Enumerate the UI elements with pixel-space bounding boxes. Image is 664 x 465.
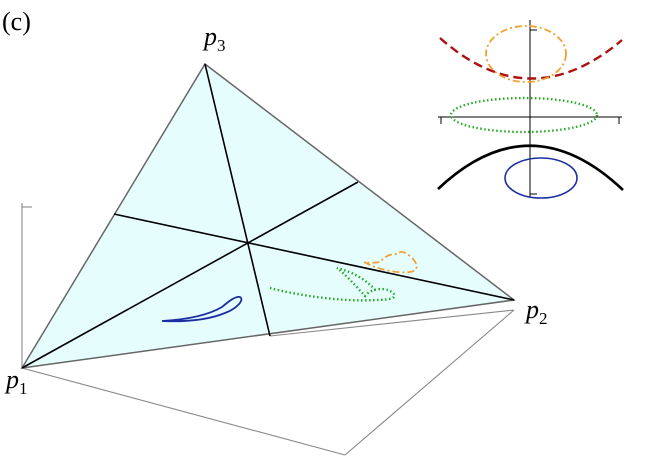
- box-front-edge: [21, 367, 346, 456]
- medians: [21, 63, 515, 369]
- box-edges: [21, 203, 515, 456]
- box-right-edge: [344, 309, 515, 456]
- vertex-label-p3: p3: [202, 22, 226, 55]
- vertex-label-p1: p1: [4, 365, 28, 398]
- blue-solid-curve: [161, 296, 243, 323]
- inset-green-dotted-ellipse: [449, 96, 599, 134]
- median-from-p2: [113, 213, 515, 301]
- vertex-label-p2: p2: [524, 295, 548, 328]
- inset-orange-dashdot-ellipse: [485, 25, 567, 83]
- panel-label: (c): [2, 7, 31, 36]
- green-dotted-curve: [269, 266, 396, 302]
- median-from-p1: [21, 181, 359, 369]
- simplex-triangle: [20, 62, 516, 369]
- inset-red-dashed-hyperbola: [439, 37, 623, 80]
- inset-black-solid-hyperbola: [437, 144, 624, 191]
- median-from-p3: [204, 63, 271, 337]
- orange-dashdot-curve: [363, 251, 418, 274]
- inset-plot: [437, 20, 624, 199]
- box-back-edge: [269, 309, 515, 337]
- inset-blue-solid-ellipse: [504, 157, 578, 199]
